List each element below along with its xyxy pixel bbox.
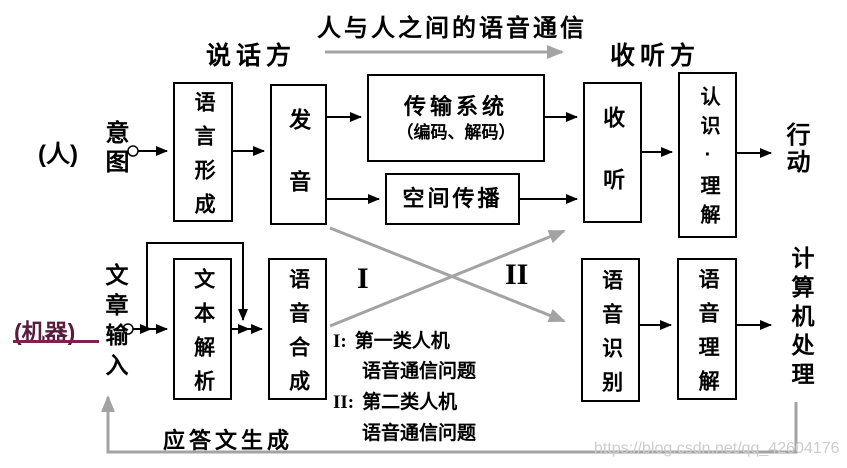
legend-type2-text: 第二类人机 <box>362 392 458 413</box>
machine-label-underline <box>13 340 99 343</box>
action-label: 行动 <box>782 122 809 176</box>
watermark-url: https://blog.csdn.net/qq_42604176 <box>594 440 840 457</box>
node-recognition-understanding: 认识·理解 <box>678 72 737 238</box>
legend-type2-line2: 语音通信问题 <box>362 423 477 444</box>
speaker-side-header: 说话方 <box>206 42 297 70</box>
gray-arrows <box>101 45 798 454</box>
node-speech-understanding: 语音理解 <box>677 258 737 404</box>
human-actor-label: (人) <box>38 141 78 168</box>
feedback-loop-computer-to-textinput <box>101 395 798 454</box>
node-language-formation-label: 语言形成 <box>192 90 216 227</box>
node-recognition-understanding-label: 认识·理解 <box>697 86 719 233</box>
cross-arrow-synthesis-to-listening <box>329 229 566 328</box>
node-pronunciation: 发音 <box>270 84 327 232</box>
node-listening-label: 收听 <box>600 105 626 230</box>
node-listening: 收听 <box>583 82 642 230</box>
computer-processing-label: 计算机处理 <box>788 246 814 391</box>
node-pronunciation-label: 发音 <box>286 107 312 232</box>
text-input-label: 文章输入 <box>102 263 128 383</box>
intent-label: 意图 <box>101 120 128 178</box>
node-transmission-subtitle: （编码、解码） <box>396 122 516 142</box>
node-transmission-title: 传输系统 <box>403 93 508 119</box>
cross-label-type2: II <box>505 258 529 291</box>
legend-type1-line2: 语音通信问题 <box>362 361 477 382</box>
node-speech-understanding-label: 语音理解 <box>696 267 720 404</box>
node-speech-synthesis: 语音合成 <box>268 258 327 404</box>
node-text-parsing: 文本解析 <box>173 258 232 404</box>
legend-type1-text: 第一类人机 <box>354 331 450 352</box>
node-speech-synthesis-label: 语音合成 <box>286 267 310 404</box>
response-generation-label: 应答文生成 <box>163 428 294 453</box>
listener-side-header: 收听方 <box>610 42 701 70</box>
human-input-node <box>127 145 139 157</box>
node-spatial-propagation: 空间传播 <box>385 173 520 225</box>
diagram-title: 人与人之间的语音通信 <box>317 15 587 42</box>
bypass-line-over-parsing <box>146 242 248 329</box>
black-arrows <box>122 112 772 335</box>
node-text-parsing-label: 文本解析 <box>191 267 215 404</box>
machine-input-node <box>122 323 134 335</box>
node-spatial-propagation-label: 空间传播 <box>402 186 503 212</box>
node-language-formation: 语言形成 <box>173 82 233 227</box>
cross-arrow-pronunciation-to-recognition <box>329 226 566 323</box>
legend-type1-numeral: I: <box>333 331 347 352</box>
legend-type2-numeral: II: <box>333 392 355 413</box>
legend-type1-line1: I: 第一类人机 <box>333 326 450 353</box>
node-speech-recognition-label: 语音识别 <box>599 268 623 405</box>
node-transmission-system: 传输系统 （编码、解码） <box>367 74 545 162</box>
cross-label-type1: I <box>357 262 369 295</box>
node-speech-recognition: 语音识别 <box>581 258 640 405</box>
legend-type2-line1: II: 第二类人机 <box>333 387 457 414</box>
